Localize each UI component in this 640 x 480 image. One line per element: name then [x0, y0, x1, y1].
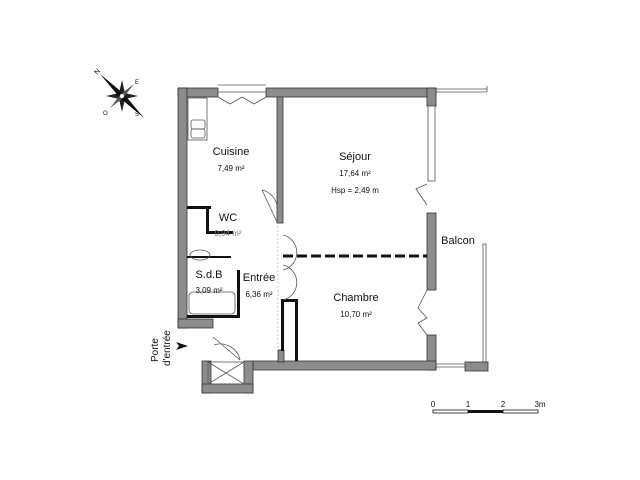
compass-rose-icon	[100, 74, 144, 118]
room-name-sejour: Séjour	[339, 151, 371, 163]
scale-tick-0: 0	[431, 400, 436, 409]
scale-bar	[432, 409, 539, 414]
entrance-label-line1: Porte	[150, 338, 161, 362]
room-name-entree: Entrée	[243, 272, 275, 284]
entrance-label-line2: d'entrée	[162, 330, 173, 366]
room-area-cuisine: 7,49 m²	[217, 164, 244, 173]
room-name-sdb: S.d.B	[196, 269, 223, 281]
compass-west-label: O	[103, 111, 108, 117]
room-area-chambre: 10,70 m²	[340, 310, 372, 319]
entrance-arrow-icon	[176, 342, 188, 350]
compass-east-label: E	[135, 80, 139, 86]
windows	[217, 84, 436, 336]
scale-tick-3: 3m	[534, 400, 545, 409]
room-area-sdb: 3,09 m²	[195, 286, 222, 295]
room-area-entree: 6,36 m²	[245, 290, 272, 299]
room-name-cuisine: Cuisine	[213, 146, 250, 158]
room-name-chambre: Chambre	[333, 292, 378, 304]
room-height-sejour: Hsp = 2,49 m	[331, 186, 379, 195]
scale-tick-1: 1	[466, 400, 471, 409]
room-name-wc: WC	[219, 212, 237, 224]
balcony-outline	[436, 86, 489, 372]
compass-north-label: N	[93, 68, 102, 77]
interior-walls	[187, 189, 427, 361]
compass-south-label: S	[135, 112, 139, 118]
room-area-wc: 0,94 m²	[214, 229, 241, 238]
room-area-sejour: 17,64 m²	[339, 169, 371, 178]
scale-tick-2: 2	[501, 400, 506, 409]
exterior-walls	[177, 87, 437, 394]
fixtures	[187, 97, 245, 385]
room-name-balcon: Balcon	[441, 235, 475, 247]
